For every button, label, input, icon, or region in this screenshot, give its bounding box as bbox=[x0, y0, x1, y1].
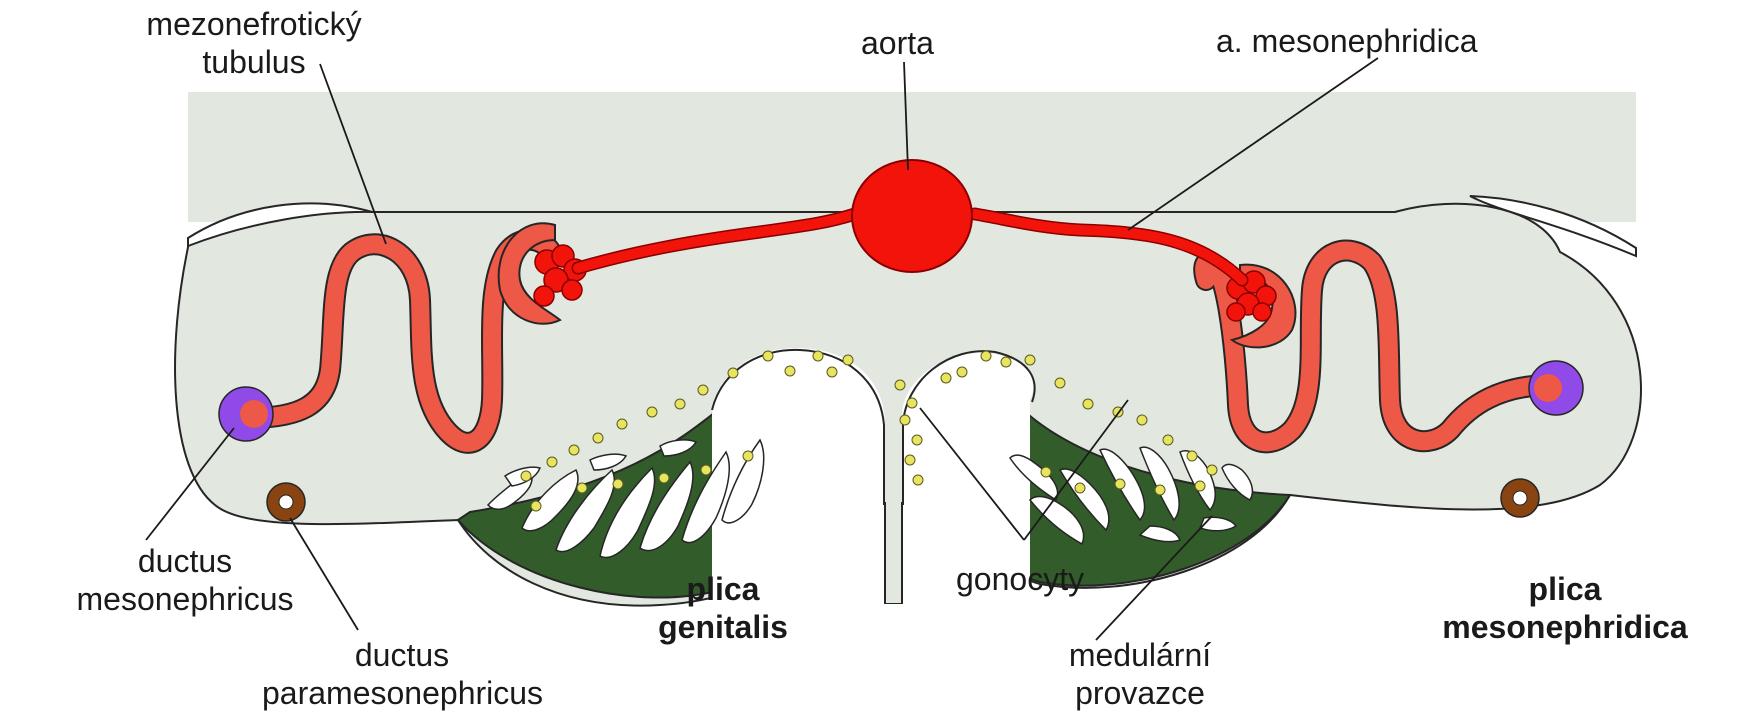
right-ductus-paramesonephricus-lumen bbox=[1513, 491, 1527, 505]
label-ductus-paramesonephricus: ductus paramesonephricus bbox=[262, 636, 542, 712]
label-ductus-mesonephricus: ductus mesonephricus bbox=[70, 542, 300, 618]
left-ductus-mesonephricus-lumen bbox=[240, 400, 268, 428]
label-a-mesonephridica: a. mesonephridica bbox=[1216, 22, 1477, 60]
label-gonocyty: gonocyty bbox=[956, 560, 1084, 598]
label-line: mesonephridica bbox=[1406, 608, 1724, 646]
label-line: mesonephricus bbox=[70, 580, 300, 618]
label-plica-genitalis: plica genitalis bbox=[638, 570, 808, 646]
label-aorta: aorta bbox=[861, 24, 934, 62]
label-line: plica bbox=[1406, 570, 1724, 608]
leader-ductus-paramesonephricus bbox=[290, 518, 358, 630]
left-ductus-paramesonephricus-lumen bbox=[279, 495, 293, 509]
label-line: medulární bbox=[1040, 636, 1240, 674]
label-line: provazce bbox=[1040, 674, 1240, 712]
label-line: ductus bbox=[262, 636, 542, 674]
label-line: plica bbox=[638, 570, 808, 608]
right-ductus-mesonephricus-lumen bbox=[1534, 374, 1562, 402]
label-mezonefroticky-tubulus: mezonefrotický tubulus bbox=[106, 5, 402, 81]
lower-gap-right bbox=[903, 505, 983, 724]
aorta-vessel bbox=[852, 160, 972, 272]
label-line: paramesonephricus bbox=[262, 674, 542, 712]
label-line: genitalis bbox=[638, 608, 808, 646]
label-line: ductus bbox=[70, 542, 300, 580]
label-line: tubulus bbox=[106, 43, 402, 81]
label-medularni-provazce: medulární provazce bbox=[1040, 636, 1240, 712]
label-plica-mesonephridica: plica mesonephridica bbox=[1406, 570, 1724, 646]
label-line: mezonefrotický bbox=[106, 5, 402, 43]
